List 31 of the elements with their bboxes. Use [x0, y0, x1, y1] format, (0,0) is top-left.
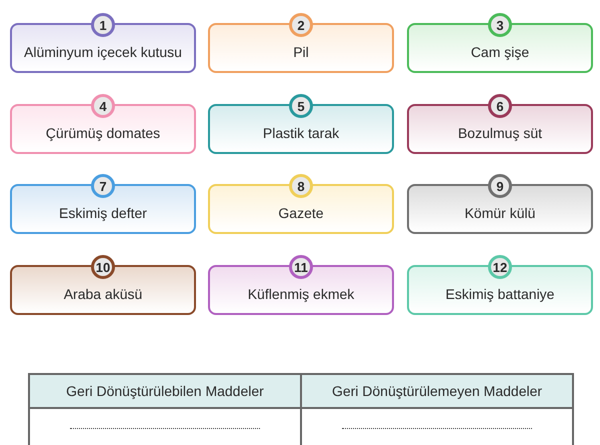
item-label: Plastik tarak	[262, 125, 340, 141]
number-badge: 10	[91, 255, 115, 279]
item-label: Çürümüş domates	[46, 125, 160, 141]
number-badge: 3	[488, 13, 512, 37]
item-label: Eskimiş battaniye	[446, 286, 554, 302]
table-header-cell: Geri Dönüştürülebilen Maddeler	[29, 374, 301, 408]
item-card	[208, 265, 394, 315]
number-badge: 7	[91, 174, 115, 198]
item-card	[10, 23, 196, 73]
item-card	[208, 104, 394, 154]
item-label: Kömür külü	[464, 205, 536, 221]
number-badge: 2	[289, 13, 313, 37]
item-label: Pil	[293, 44, 309, 60]
number-badge: 12	[488, 255, 512, 279]
number-badge: 1	[91, 13, 115, 37]
number-badge: 9	[488, 174, 512, 198]
number-badge: 6	[488, 94, 512, 118]
table-header-cell: Geri Dönüştürülemeyen Maddeler	[301, 374, 573, 408]
item-label: Eskimiş defter	[59, 205, 147, 221]
number-badge: 5	[289, 94, 313, 118]
item-card	[10, 104, 196, 154]
item-label: Gazete	[278, 205, 324, 221]
number-badge: 4	[91, 94, 115, 118]
item-card	[10, 184, 196, 234]
item-label: Küflenmiş ekmek	[248, 286, 354, 302]
number-badge: 11	[289, 255, 313, 279]
item-label: Cam şişe	[470, 44, 530, 60]
item-label: Araba aküsü	[64, 286, 142, 302]
item-label: Bozulmuş süt	[458, 125, 542, 141]
item-label: Alüminyum içecek kutusu	[24, 44, 182, 60]
number-badge: 8	[289, 174, 313, 198]
